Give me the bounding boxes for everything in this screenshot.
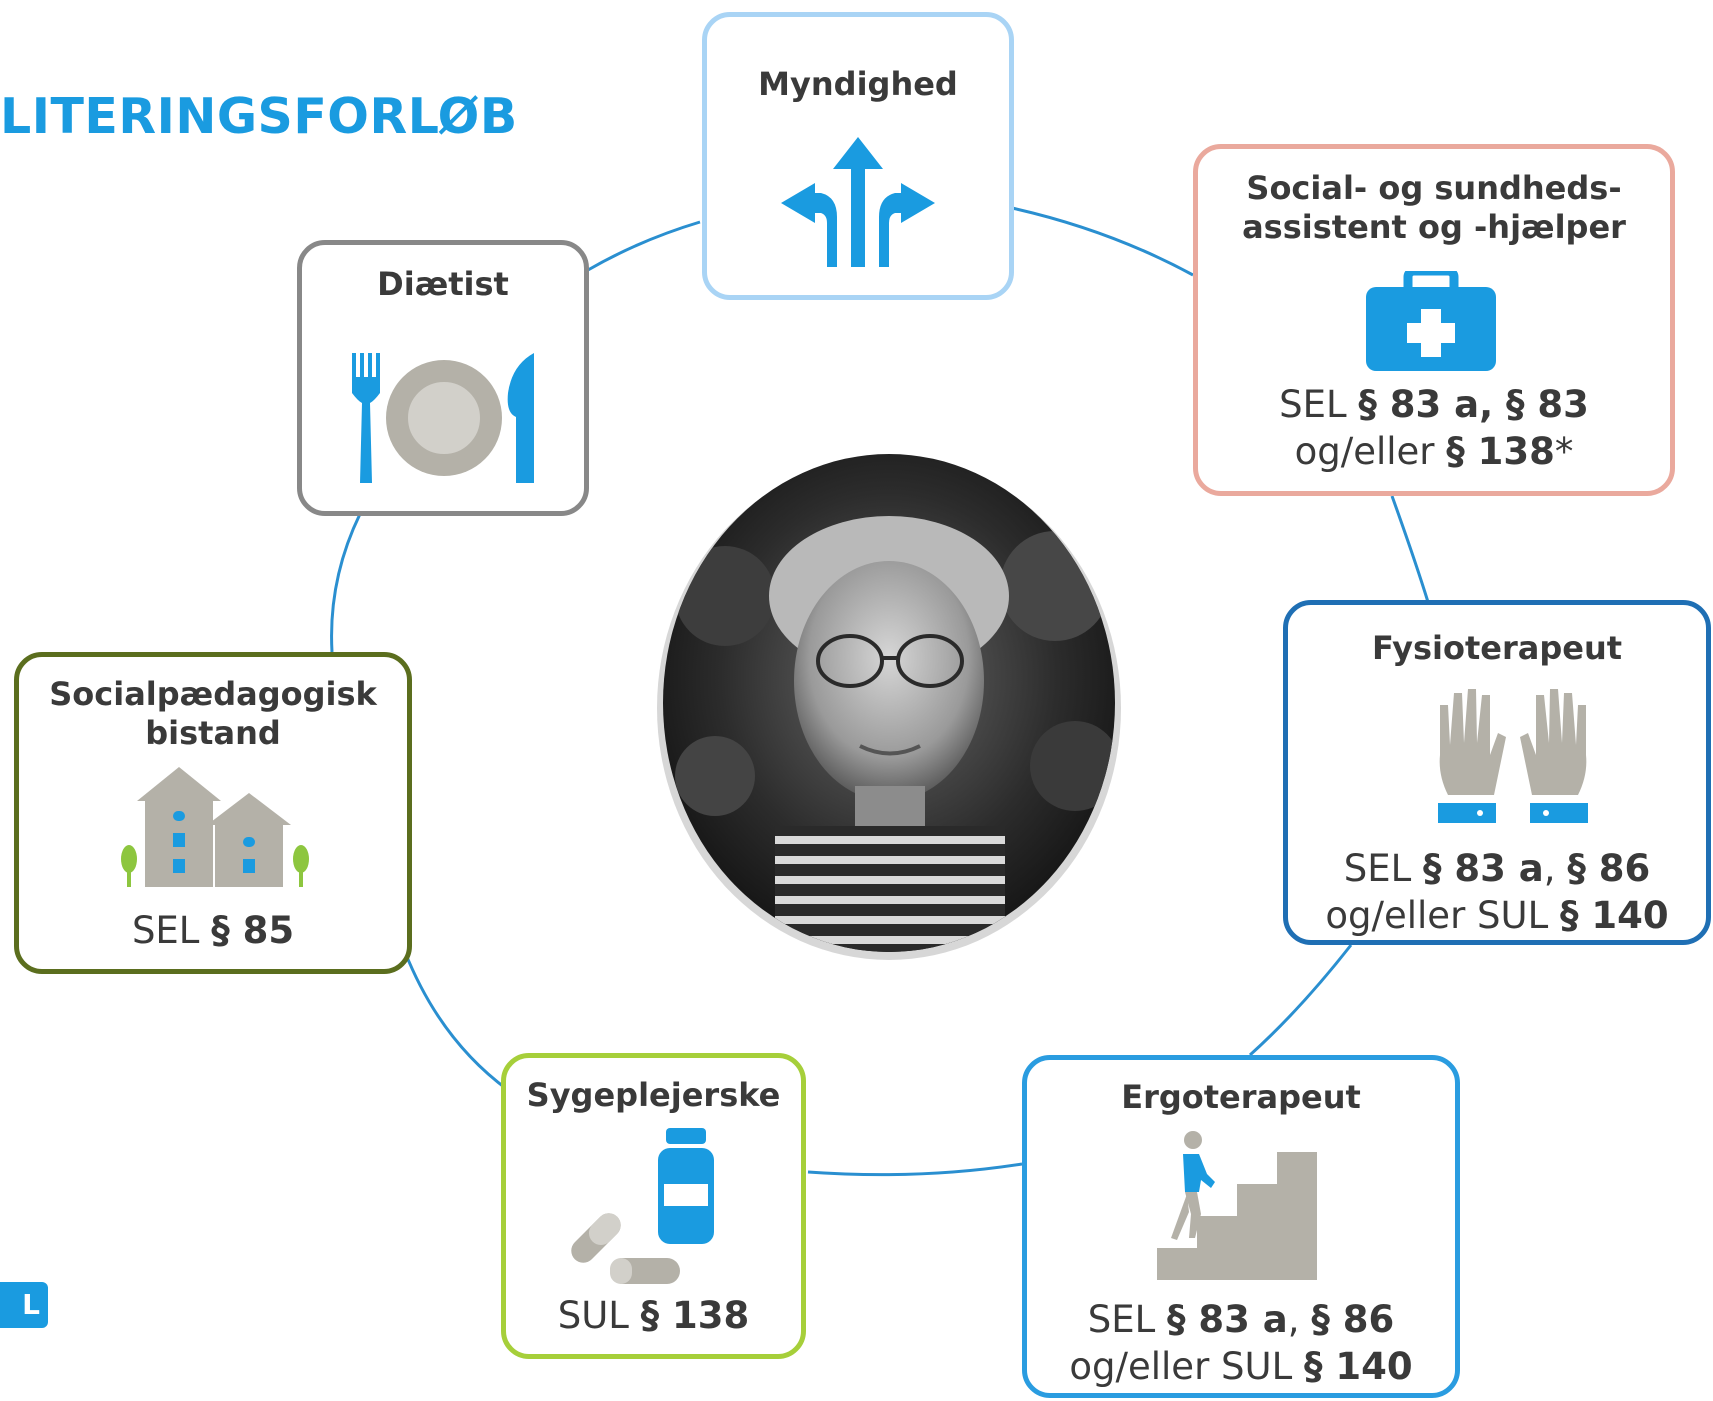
page-headline: LITERINGSFORLØB — [0, 88, 518, 145]
houses-icon — [121, 767, 311, 887]
connector-social-fysio — [1390, 495, 1430, 603]
corner-badge: L — [0, 1282, 48, 1328]
node-title: Fysioterapeut — [1371, 629, 1623, 667]
node-law-line1: SEL § 83 a, § 86 — [1343, 847, 1651, 890]
node-law-line1: SEL § 85 — [131, 909, 295, 952]
connector-fysio-ergo — [1248, 944, 1353, 1057]
node-sygeplejerske: Sygeplejerske SUL § 138 — [501, 1053, 806, 1359]
person-climbing-stairs-icon — [1157, 1130, 1327, 1280]
plate-cutlery-icon — [352, 353, 542, 483]
connector-syge-socialpaed — [403, 951, 509, 1092]
node-social-sundhed: Social- og sundheds- assistent og -hjælp… — [1193, 144, 1675, 496]
node-title: Diætist — [377, 265, 509, 303]
connector-ergo-syge — [807, 1162, 1023, 1177]
direction-arrows-icon — [781, 137, 941, 267]
node-law-line1: SEL § 83 a, § 83 — [1279, 383, 1589, 426]
node-law-line1: SEL § 83 a, § 86 — [1087, 1298, 1395, 1341]
node-title: Myndighed — [758, 65, 958, 103]
node-title-line2: assistent og -hjælper — [1242, 208, 1626, 246]
node-title: Sygeplejerske — [526, 1076, 781, 1114]
node-socialpaedagogisk: Socialpædagogisk bistand SEL § 85 — [14, 652, 412, 974]
node-law-line1: SUL § 138 — [557, 1294, 750, 1337]
node-diaetist: Diætist — [297, 240, 589, 516]
node-law-line2: og/eller SUL § 140 — [1069, 1345, 1413, 1388]
node-title-line1: Socialpædagogisk — [49, 675, 377, 713]
node-title-line1: Social- og sundheds- — [1246, 169, 1622, 207]
hands-icon — [1428, 685, 1598, 825]
node-title-line2: bistand — [145, 714, 281, 752]
medicine-pills-icon — [566, 1128, 716, 1288]
node-law-line2: og/eller SUL § 140 — [1325, 894, 1669, 937]
node-law-line2: og/eller § 138* — [1294, 430, 1574, 473]
connector-myndighed-social — [1011, 206, 1194, 277]
node-title: Ergoterapeut — [1121, 1078, 1361, 1116]
node-myndighed: Myndighed — [702, 12, 1014, 300]
first-aid-kit-icon — [1366, 271, 1496, 371]
node-ergoterapeut: Ergoterapeut SEL § 83 a, § 86 og/eller S… — [1022, 1055, 1460, 1398]
node-fysioterapeut: Fysioterapeut SEL § 83 a, § 86 og/eller … — [1283, 600, 1711, 945]
connector-socialpaed-diaetist — [330, 513, 362, 653]
center-portrait — [655, 446, 1123, 960]
connector-diaetist-myndighed — [587, 220, 701, 272]
